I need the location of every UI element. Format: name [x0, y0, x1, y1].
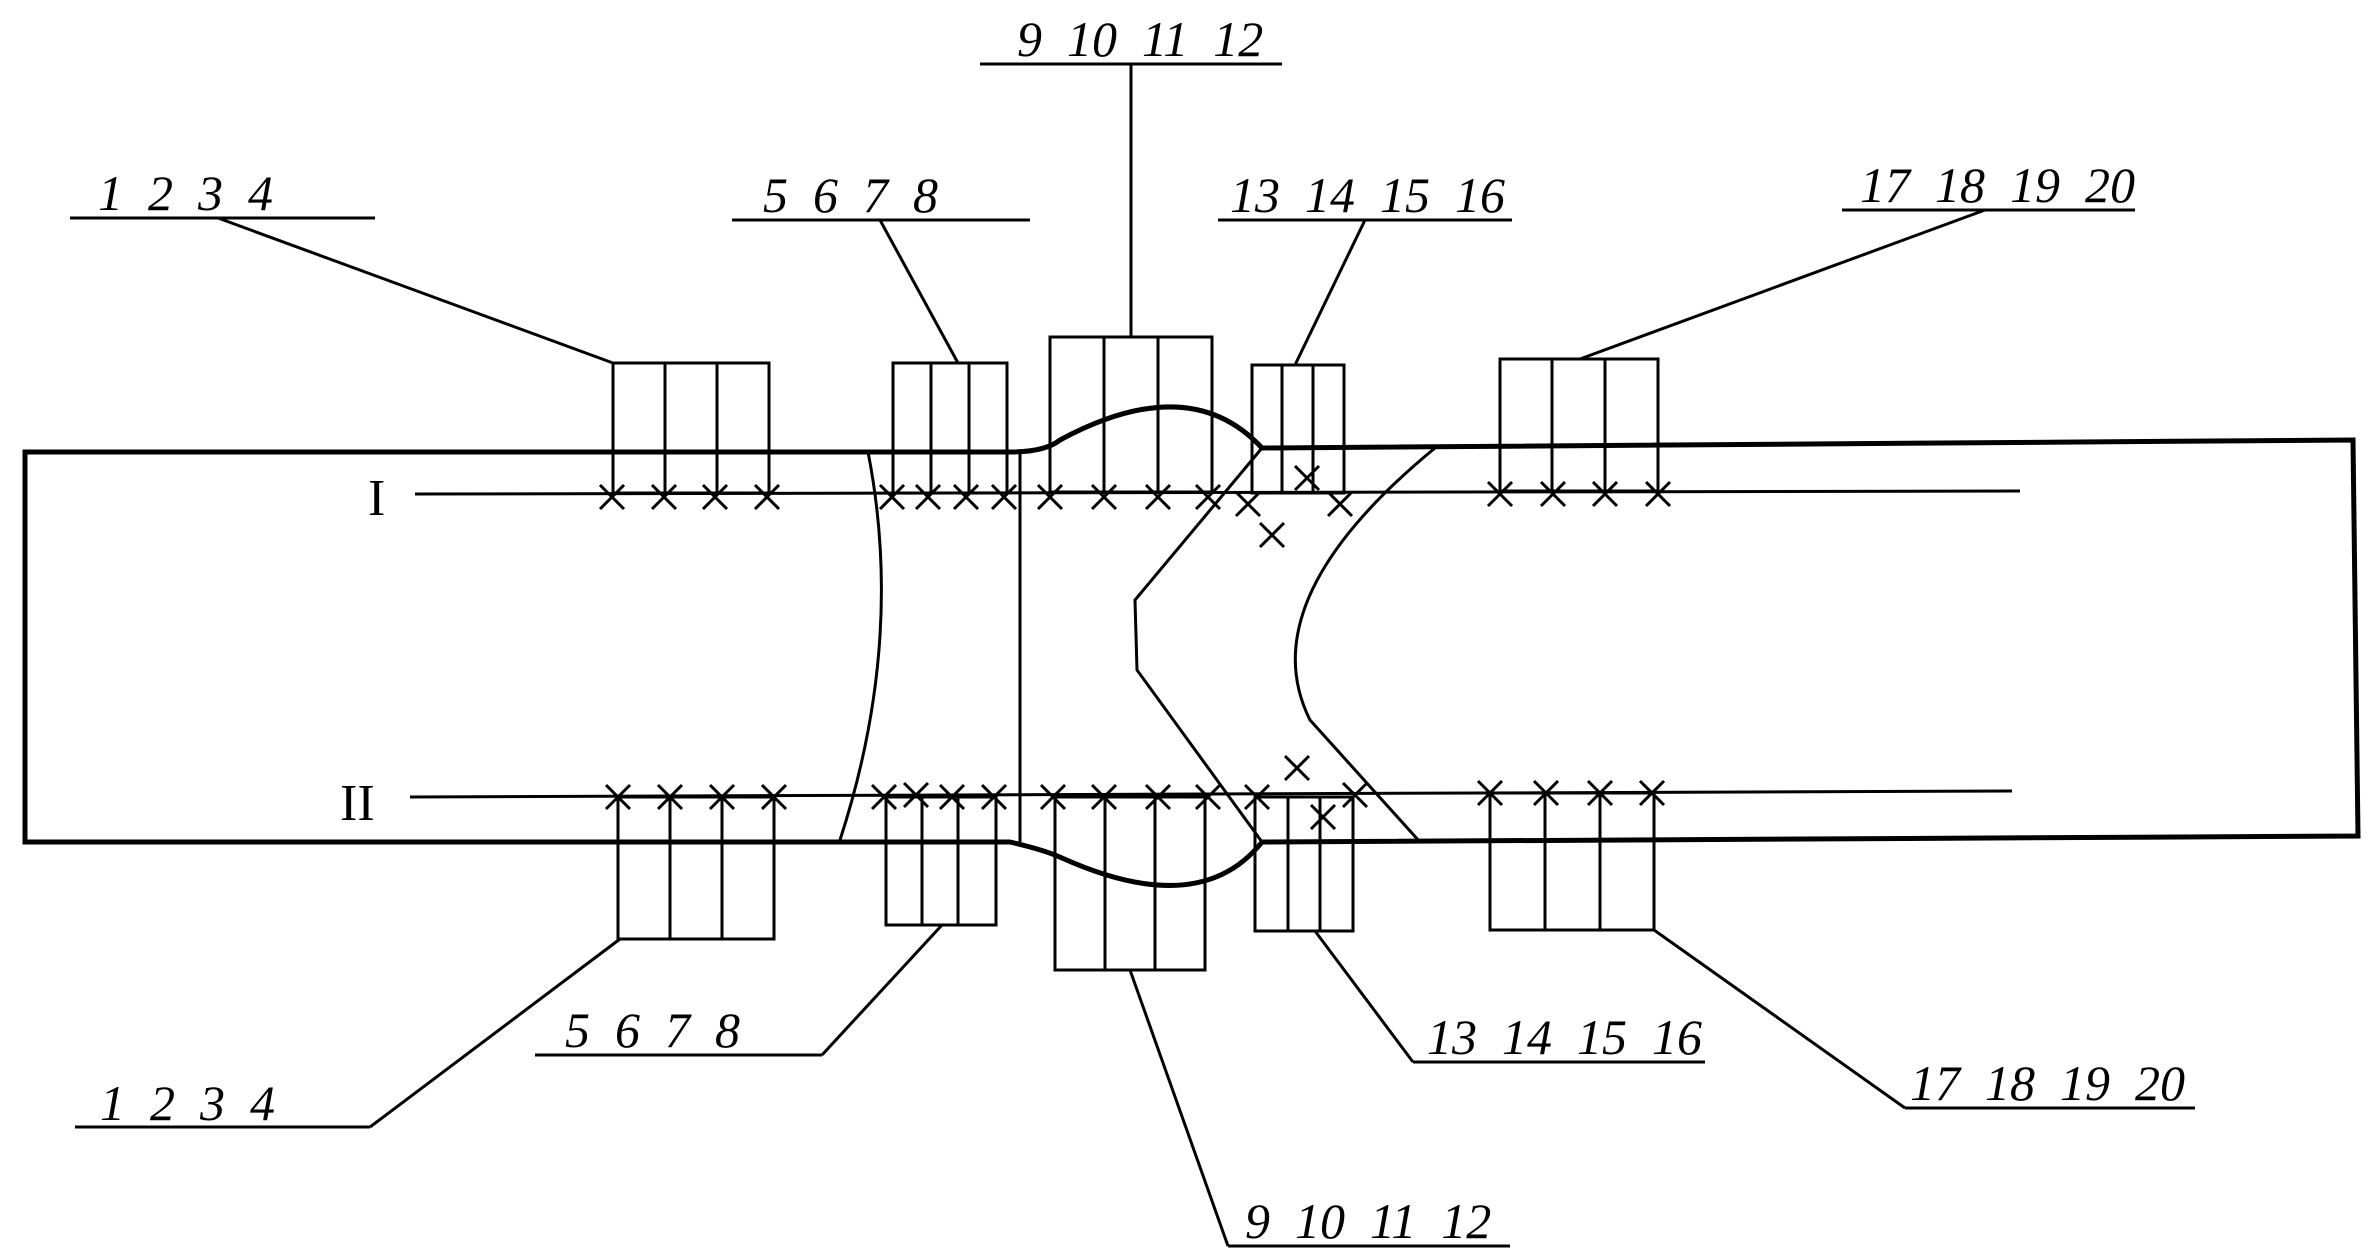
leaders-top: [70, 62, 2135, 366]
bottom-label-group-13-16: 13 14 15 16: [1427, 1009, 1702, 1065]
markers-line-II: [604, 754, 1666, 831]
plate-outline: [22, 404, 2361, 888]
line-I-label: I: [368, 470, 385, 527]
bottom-label-group-17-20: 17 18 19 20: [1910, 1055, 2185, 1111]
top-label-group-1-4: 1 2 3 4: [98, 165, 273, 221]
probe-blocks-top: [611, 335, 1660, 495]
top-label-group-5-8: 5 6 7 8: [763, 167, 938, 223]
scan-lines: [409, 489, 2021, 799]
top-label-group-13-16: 13 14 15 16: [1230, 167, 1505, 223]
top-label-group-9-12: 9 10 11 12: [1017, 11, 1263, 67]
bottom-label-group-5-8: 5 6 7 8: [565, 1002, 740, 1058]
zone-boundaries: [838, 446, 1436, 844]
line-II-label: II: [340, 775, 375, 832]
markers-line-I: [598, 464, 1672, 549]
leaders-bottom: [75, 923, 2195, 1248]
top-label-group-17-20: 17 18 19 20: [1860, 157, 2135, 213]
bottom-label-group-9-12: 9 10 11 12: [1245, 1193, 1491, 1248]
bottom-label-group-1-4: 1 2 3 4: [100, 1075, 275, 1131]
